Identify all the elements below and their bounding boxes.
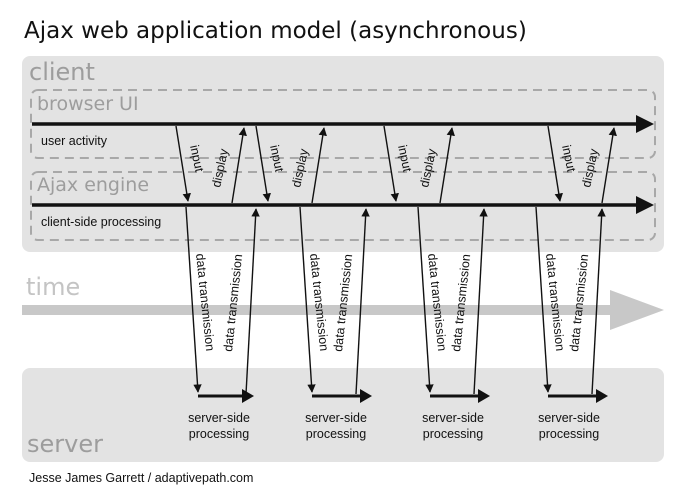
input-arrow: [547, 125, 563, 202]
response-transmission-arrow: [355, 208, 370, 395]
request-transmission-arrow: [299, 206, 316, 393]
server-processing-label-line2: processing: [423, 427, 483, 441]
server-processing-label-line2: processing: [189, 427, 249, 441]
credit-line: Jesse James Garrett / adaptivepath.com: [29, 471, 253, 485]
diagram-title: Ajax web application model (asynchronous…: [24, 18, 527, 44]
server-label: server: [27, 430, 103, 458]
ajax-engine-label: Ajax engine: [37, 174, 149, 196]
display-arrow: [601, 127, 617, 204]
response-transmission-arrow: [473, 208, 488, 395]
input-arrow-label: input: [395, 144, 414, 174]
user-activity-label: user activity: [41, 134, 108, 148]
client-processing-arrowhead: [636, 196, 654, 214]
client-processing-label: client-side processing: [41, 215, 161, 229]
request-transmission-arrow: [535, 206, 552, 393]
browser-ui-region: [30, 89, 656, 159]
server-processing-label-line2: processing: [306, 427, 366, 441]
response-transmission-label: data transmission: [221, 253, 245, 352]
server-processing-label-line2: processing: [539, 427, 599, 441]
request-transmission-label: data transmission: [307, 253, 331, 352]
input-arrow-label: input: [267, 144, 286, 174]
request-transmission-label: data transmission: [193, 253, 217, 352]
request-transmission-label: data transmission: [543, 253, 567, 352]
time-label: time: [26, 273, 80, 301]
response-transmission-arrow: [591, 208, 606, 395]
response-transmission-arrow: [245, 208, 260, 395]
input-arrow: [255, 125, 271, 202]
server-processing-label-line1: server-side: [422, 411, 484, 425]
client-label: client: [29, 58, 95, 86]
display-arrow: [231, 127, 247, 204]
input-arrow: [175, 125, 191, 202]
server-processing-arrowhead: [360, 389, 372, 403]
request-transmission-label: data transmission: [425, 253, 449, 352]
response-transmission-label: data transmission: [449, 253, 473, 352]
server-processing-arrowhead: [596, 389, 608, 403]
response-transmission-label: data transmission: [567, 253, 591, 352]
display-arrow: [439, 127, 455, 204]
ajax-engine-region: [30, 171, 656, 241]
request-transmission-arrow: [417, 206, 434, 393]
display-arrow: [311, 127, 327, 204]
server-panel: [22, 368, 664, 462]
input-arrow: [383, 125, 399, 202]
client-panel: [22, 56, 664, 252]
server-processing-label-line1: server-side: [305, 411, 367, 425]
server-processing-arrowhead: [478, 389, 490, 403]
request-transmission-arrow: [185, 206, 202, 393]
response-transmission-label: data transmission: [331, 253, 355, 352]
server-processing-label-line1: server-side: [188, 411, 250, 425]
user-activity-arrowhead: [636, 115, 654, 133]
server-processing-label-line1: server-side: [538, 411, 600, 425]
browser-ui-label: browser UI: [37, 93, 139, 115]
time-arrowhead: [610, 290, 664, 330]
input-arrow-label: input: [187, 144, 206, 174]
input-arrow-label: input: [559, 144, 578, 174]
server-processing-arrowhead: [242, 389, 254, 403]
